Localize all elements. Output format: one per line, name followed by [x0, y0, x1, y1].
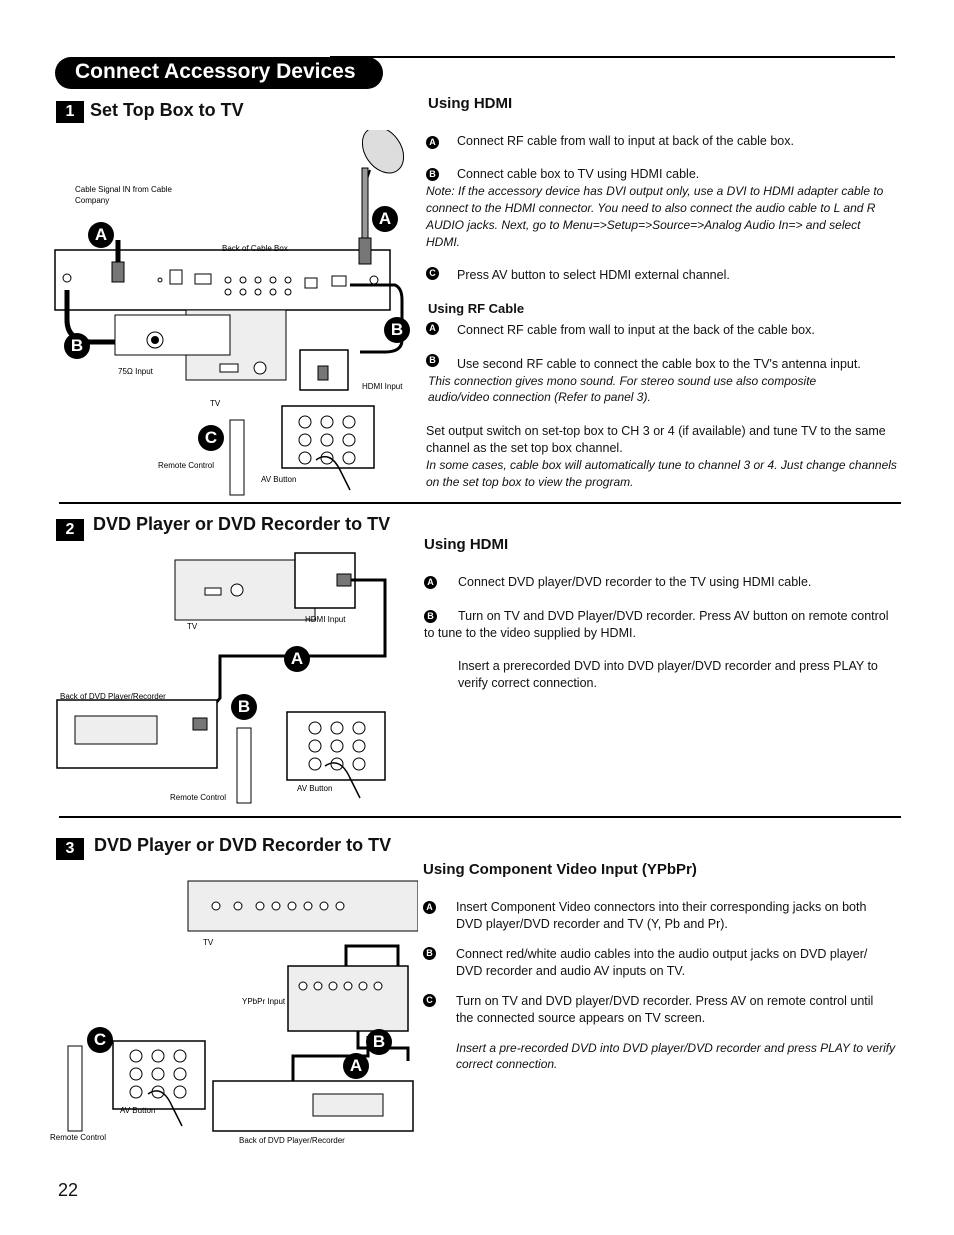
- av-button-label: AV Button: [261, 475, 297, 484]
- diagram-badge-a: A: [372, 206, 398, 232]
- tv-back: [174, 559, 316, 621]
- hdmi-heading: Using HDMI: [424, 536, 509, 553]
- rf-note: This connection gives mono sound. For st…: [428, 374, 817, 404]
- component-note: Insert a pre-recorded DVD into DVD playe…: [456, 1041, 896, 1071]
- rf-para: Set output switch on set-top box to CH 3…: [426, 424, 886, 455]
- section-divider: [59, 502, 901, 504]
- ypbpr-input-label: YPbPr Input: [242, 997, 286, 1006]
- dvd-para: Insert a prerecorded DVD into DVD player…: [458, 659, 878, 690]
- step-badge: A: [426, 136, 439, 149]
- section-number: 2: [56, 519, 84, 541]
- back-of-dvd-label: Back of DVD Player/Recorder: [239, 1136, 345, 1145]
- step-badge: B: [423, 947, 436, 960]
- step-text: Connect red/white audio cables into the …: [456, 947, 868, 978]
- step-badge: A: [423, 901, 436, 914]
- back-of-dvd-label: Back of DVD Player/Recorder: [60, 692, 166, 701]
- remote-control-icon: [236, 727, 252, 804]
- rf-heading: Using RF Cable: [428, 301, 525, 316]
- diagram-badge-c: C: [87, 1027, 113, 1053]
- step-badge: C: [426, 267, 439, 280]
- tv-label: TV: [203, 938, 214, 947]
- step-text: Connect DVD player/DVD recorder to the T…: [458, 575, 812, 589]
- step-text: Connect RF cable from wall to input at t…: [457, 323, 815, 337]
- hdmi-heading: Using HDMI: [428, 95, 513, 112]
- header-rule: [330, 56, 895, 58]
- component-heading: Using Component Video Input (YPbPr): [423, 861, 697, 878]
- step-badge: A: [426, 322, 439, 335]
- hdmi-input-label: HDMI Input: [305, 615, 346, 624]
- remote-control-label: Remote Control: [170, 793, 227, 802]
- av-button-label: AV Button: [120, 1106, 156, 1115]
- tv-label: TV: [210, 399, 221, 408]
- component-video-diagram: [67, 880, 418, 1132]
- step-badge: B: [424, 610, 437, 623]
- av-button-label: AV Button: [297, 784, 333, 793]
- diagram-badge-b: B: [384, 317, 410, 343]
- section-number: 1: [56, 101, 84, 123]
- step-text: Turn on TV and DVD player/DVD recorder. …: [456, 994, 874, 1025]
- dvd-hdmi-diagram: [56, 552, 387, 804]
- remote-control-icon: [67, 1045, 83, 1132]
- 75-ohm-input-label: 75Ω Input: [118, 367, 153, 376]
- diagram-badge-a: A: [343, 1053, 369, 1079]
- diagram-badge-a: A: [284, 646, 310, 672]
- diagram-badge-b: B: [366, 1029, 392, 1055]
- step-badge: A: [424, 576, 437, 589]
- diagram-badge-a: A: [88, 222, 114, 248]
- section-heading: Set Top Box to TV: [90, 100, 244, 120]
- set-top-box-diagram: [54, 130, 405, 496]
- rf-note-2: In some cases, cable box will automatica…: [426, 458, 897, 489]
- step-badge: B: [426, 354, 439, 367]
- hdmi-input-label: HDMI Input: [362, 382, 403, 391]
- step-badge: C: [423, 994, 436, 1007]
- remote-control-label: Remote Control: [158, 461, 215, 470]
- step-badge: B: [426, 168, 439, 181]
- dvi-note: Note: If the accessory device has DVI ou…: [426, 184, 884, 249]
- step-text: Press AV button to select HDMI external …: [457, 268, 730, 282]
- page-number: 22: [58, 1180, 79, 1200]
- section-number: 3: [56, 838, 84, 860]
- step-text: Use second RF cable to connect the cable…: [457, 357, 861, 371]
- step-text: Connect RF cable from wall to input at b…: [457, 134, 794, 148]
- remote-control-icon: [229, 419, 245, 496]
- cable-signal-label: Cable Signal IN from Cable Company: [75, 185, 172, 205]
- step-text: Connect cable box to TV using HDMI cable…: [457, 167, 700, 181]
- hand-icon: [324, 762, 361, 799]
- section-heading: DVD Player or DVD Recorder to TV: [93, 514, 391, 534]
- hand-icon: [147, 1090, 183, 1127]
- step-text: Turn on TV and DVD Player/DVD recorder. …: [424, 609, 889, 640]
- tv-back: [187, 880, 418, 932]
- remote-control-label: Remote Control: [50, 1133, 107, 1142]
- section-heading: DVD Player or DVD Recorder to TV: [94, 835, 392, 855]
- page-title: Connect Accessory Devices: [55, 57, 383, 89]
- diagram-badge-b: B: [231, 694, 257, 720]
- tv-label: TV: [187, 622, 198, 631]
- diagram-badge-c: C: [198, 425, 224, 451]
- back-of-cable-box-label: Back of Cable Box: [222, 244, 288, 253]
- hand-icon: [315, 455, 351, 491]
- step-text: Insert Component Video connectors into t…: [456, 900, 867, 931]
- section-divider: [59, 816, 901, 818]
- diagram-badge-b: B: [64, 333, 90, 359]
